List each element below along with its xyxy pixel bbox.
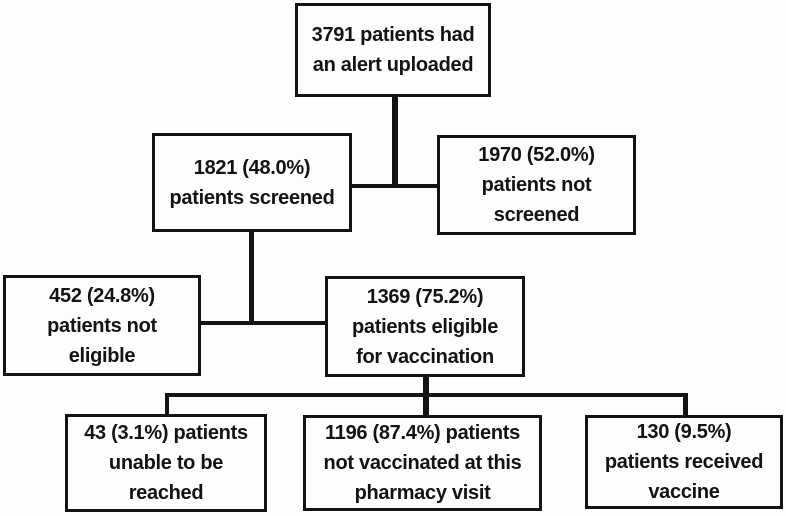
node-not-eligible: 452 (24.8%) patients not eligible xyxy=(3,275,201,376)
connector-noteligible-eligible xyxy=(199,321,327,325)
node-text: 452 (24.8%) xyxy=(49,284,155,307)
node-not-screened: 1970 (52.0%) patients not screened xyxy=(437,135,636,235)
node-text: eligible xyxy=(68,344,136,367)
node-text: 130 (9.5%) xyxy=(636,421,732,443)
connector-level4-spread-bar xyxy=(165,393,688,397)
node-text: vaccine xyxy=(648,481,720,503)
node-text: 3791 patients had xyxy=(311,24,475,46)
node-text: 1369 (75.2%) xyxy=(366,285,484,308)
connector-drop-received xyxy=(683,393,688,417)
node-alert-uploaded: 3791 patients had an alert uploaded xyxy=(295,3,491,97)
connector-screened-to-level3 xyxy=(249,230,254,325)
connector-drop-unable xyxy=(165,393,169,416)
node-text: an alert uploaded xyxy=(312,54,474,76)
node-text: 1821 (48.0%) xyxy=(193,156,311,179)
node-text: reached xyxy=(128,482,204,504)
node-text: unable to be xyxy=(108,452,224,474)
node-text: patients not xyxy=(481,174,592,196)
node-eligible: 1369 (75.2%) patients eligible for vacci… xyxy=(325,276,525,377)
node-text: 43 (3.1%) patients xyxy=(84,422,248,444)
node-received-vaccine: 130 (9.5%) patients received vaccine xyxy=(585,415,783,509)
node-text: patients eligible xyxy=(351,315,499,338)
node-text: 1196 (87.4%) patients xyxy=(325,422,520,444)
node-text: patients received xyxy=(604,451,764,473)
node-unable-to-reach: 43 (3.1%) patients unable to be reached xyxy=(65,414,267,512)
node-text: patients screened xyxy=(169,186,335,209)
node-text: for vaccination xyxy=(356,345,494,368)
node-text: patients not xyxy=(47,314,157,337)
connector-alert-to-level2 xyxy=(392,95,398,188)
node-text: 1970 (52.0%) xyxy=(478,144,595,166)
node-not-vaccinated: 1196 (87.4%) patients not vaccinated at … xyxy=(303,415,542,511)
node-text: not vaccinated at this xyxy=(323,452,522,474)
connector-screened-notscreened xyxy=(350,184,438,188)
node-text: screened xyxy=(493,204,580,226)
node-text: pharmacy visit xyxy=(354,482,491,504)
node-screened: 1821 (48.0%) patients screened xyxy=(152,133,352,232)
